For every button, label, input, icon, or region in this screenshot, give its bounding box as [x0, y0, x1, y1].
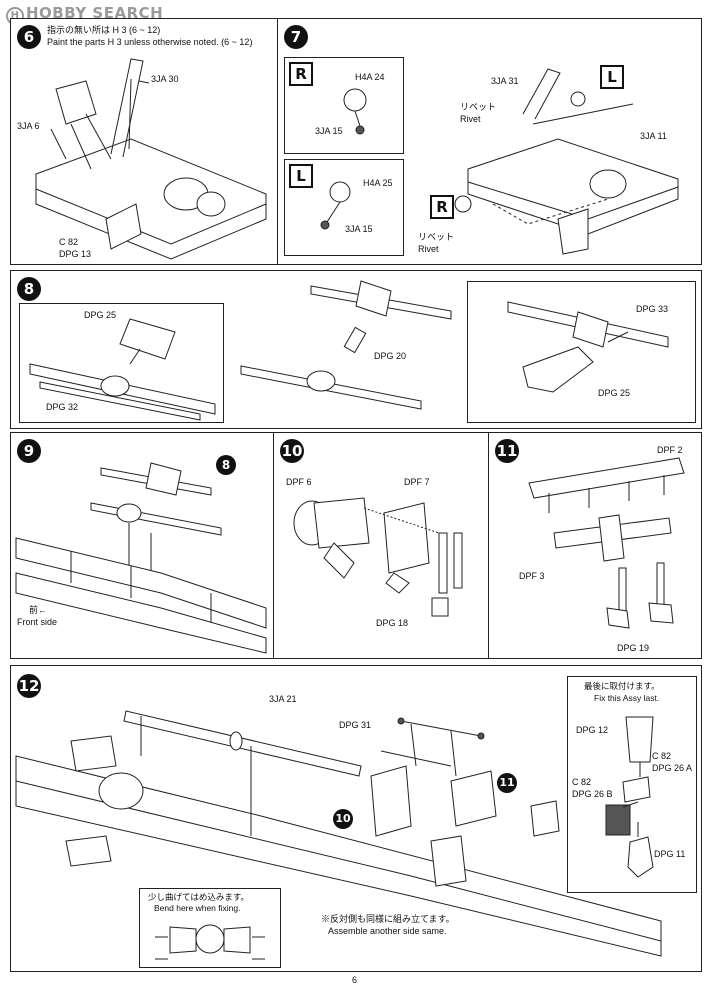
bend-jp: 少し曲げてはめ込みます。 [148, 892, 249, 902]
label-3ja-11: 3JA 11 [640, 131, 667, 141]
page-number: 6 [352, 975, 358, 985]
opposite-en: Assemble another side same. [328, 926, 447, 936]
label-dpg-18: DPG 18 [376, 618, 409, 628]
ref-step-11: 11 [497, 773, 517, 793]
step-11-drawing [528, 457, 685, 629]
main-right-letter: R [430, 195, 454, 219]
note-jp: 指示の無い所は H 3 (6 ~ 12) [47, 25, 161, 35]
label-dpg-11: DPG 11 [654, 849, 686, 859]
label-rivet-en: Rivet [460, 114, 481, 124]
box-right-side: R H4A 24 3JA 15 [284, 57, 404, 154]
label-dpg-32: DPG 32 [46, 402, 79, 412]
right-letter: R [289, 62, 313, 86]
label-dpg-12: DPG 12 [576, 725, 609, 735]
step-12-drawing [15, 710, 662, 957]
label-dpg-13: DPG 13 [59, 249, 92, 259]
ref-step-8: 8 [216, 455, 236, 475]
label-rivet-jp: リベット [460, 102, 497, 112]
label-dpf-7: DPF 7 [404, 477, 430, 487]
box-l-drawing [320, 181, 351, 230]
label-c-82: C 82 [59, 237, 79, 247]
label-3ja-21: 3JA 21 [269, 694, 297, 704]
step-11-panel: 11 DPF 2 DPF 3 DPG 19 [488, 432, 702, 659]
label-dpg-31: DPG 31 [339, 720, 372, 730]
label-c-82-a: C 82 [652, 751, 672, 761]
detail-left-drawing [29, 318, 216, 421]
label-dpg-19: DPG 19 [617, 643, 650, 653]
step-6-drawing [35, 58, 267, 260]
label-dpg-33: DPG 33 [636, 304, 669, 314]
front-jp: 前← [29, 605, 48, 615]
fix-last-en: Fix this Assy last. [594, 693, 660, 703]
step-number: 6 [17, 25, 41, 49]
front-en: Front side [17, 617, 58, 627]
fix-last-drawing [605, 716, 654, 878]
label-3ja-31: 3JA 31 [491, 76, 519, 86]
step-12-panel: 12 3JA 21 DPG 31 10 11 少し曲げてはめ込みます。 Bend… [10, 665, 702, 972]
step-8-panel: 8 DPG 25 DPG 32 DPG 20 DPG 33 DPG 25 [10, 270, 702, 429]
note-en: Paint the parts H 3 unless otherwise not… [47, 37, 253, 47]
step-7-drawing [454, 68, 679, 255]
left-letter: L [289, 164, 313, 188]
label-3ja-15: 3JA 15 [345, 224, 373, 234]
ref-step-10: 10 [333, 809, 353, 829]
label-h4a-25: H4A 25 [363, 178, 393, 188]
step-number: 8 [17, 277, 41, 301]
main-left-letter: L [600, 65, 624, 89]
detail-box-left: DPG 25 DPG 32 [19, 303, 224, 423]
label-h4a-24: H4A 24 [355, 72, 385, 82]
bend-here-box: 少し曲げてはめ込みます。 Bend here when fixing. [139, 888, 281, 968]
label-3ja-15: 3JA 15 [315, 126, 343, 136]
step-number: 11 [495, 439, 519, 463]
center-drawing [240, 280, 452, 410]
bend-en: Bend here when fixing. [154, 903, 241, 913]
label-dpg-25: DPG 25 [84, 310, 117, 320]
box-left-side: L H4A 25 3JA 15 [284, 159, 404, 256]
label-dpg-26a: DPG 26 A [652, 763, 693, 773]
label-rivet-jp-2: リベット [418, 232, 455, 242]
step-10-drawing [293, 497, 463, 617]
opposite-jp: ※反対側も同様に組み立てます。 [321, 914, 455, 924]
detail-right-drawing [507, 301, 669, 393]
step-9-panel: 9 8 前← Front side [10, 432, 275, 659]
label-3ja-30: 3JA 30 [151, 74, 179, 84]
step-6-panel: 6 指示の無い所は H 3 (6 ~ 12) Paint the parts H… [10, 18, 279, 265]
label-3ja-6: 3JA 6 [17, 121, 40, 131]
fix-last-jp: 最後に取付けます。 [584, 681, 660, 691]
step-7-panel: 7 R H4A 24 3JA 15 L H4A 25 3JA 15 L R 3J… [277, 18, 702, 265]
box-r-drawing [343, 88, 367, 135]
step-number: 7 [284, 25, 308, 49]
step-number: 10 [280, 439, 304, 463]
label-c-82-b: C 82 [572, 777, 592, 787]
step-number: 12 [17, 674, 41, 698]
step-9-drawing [15, 462, 267, 654]
label-dpg-20: DPG 20 [374, 351, 407, 361]
label-dpf-3: DPF 3 [519, 571, 545, 581]
step-10-panel: 10 DPF 6 DPF 7 DPG 18 [273, 432, 490, 659]
label-rivet-en-2: Rivet [418, 244, 439, 254]
step-number: 9 [17, 439, 41, 463]
fix-last-box: 最後に取付けます。 Fix this Assy last. DPG 12 C 8… [567, 676, 697, 893]
label-dpf-6: DPF 6 [286, 477, 312, 487]
bend-drawing [155, 924, 265, 960]
detail-box-right: DPG 33 DPG 25 [467, 281, 696, 423]
label-dpg-26b: DPG 26 B [572, 789, 613, 799]
label-dpg-25-b: DPG 25 [598, 388, 631, 398]
label-dpf-2: DPF 2 [657, 445, 683, 455]
